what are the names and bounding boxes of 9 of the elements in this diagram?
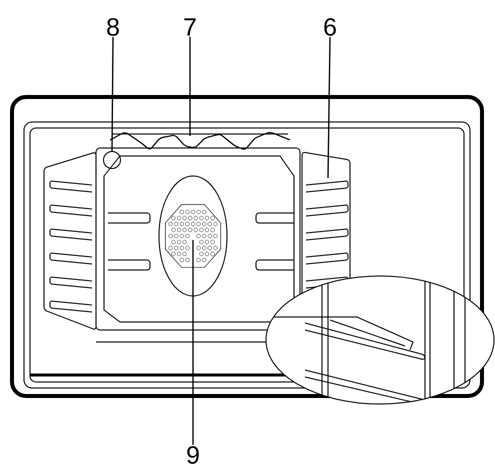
callout-number: 8 <box>107 18 119 36</box>
leader-line <box>189 36 191 136</box>
callout-number: 9 <box>187 446 199 464</box>
callout-number: 7 <box>184 18 196 36</box>
lamp <box>103 151 121 169</box>
leader-line <box>327 37 331 178</box>
leader-line <box>192 240 194 445</box>
callout-number: 6 <box>324 18 336 36</box>
leader-line <box>111 37 114 151</box>
